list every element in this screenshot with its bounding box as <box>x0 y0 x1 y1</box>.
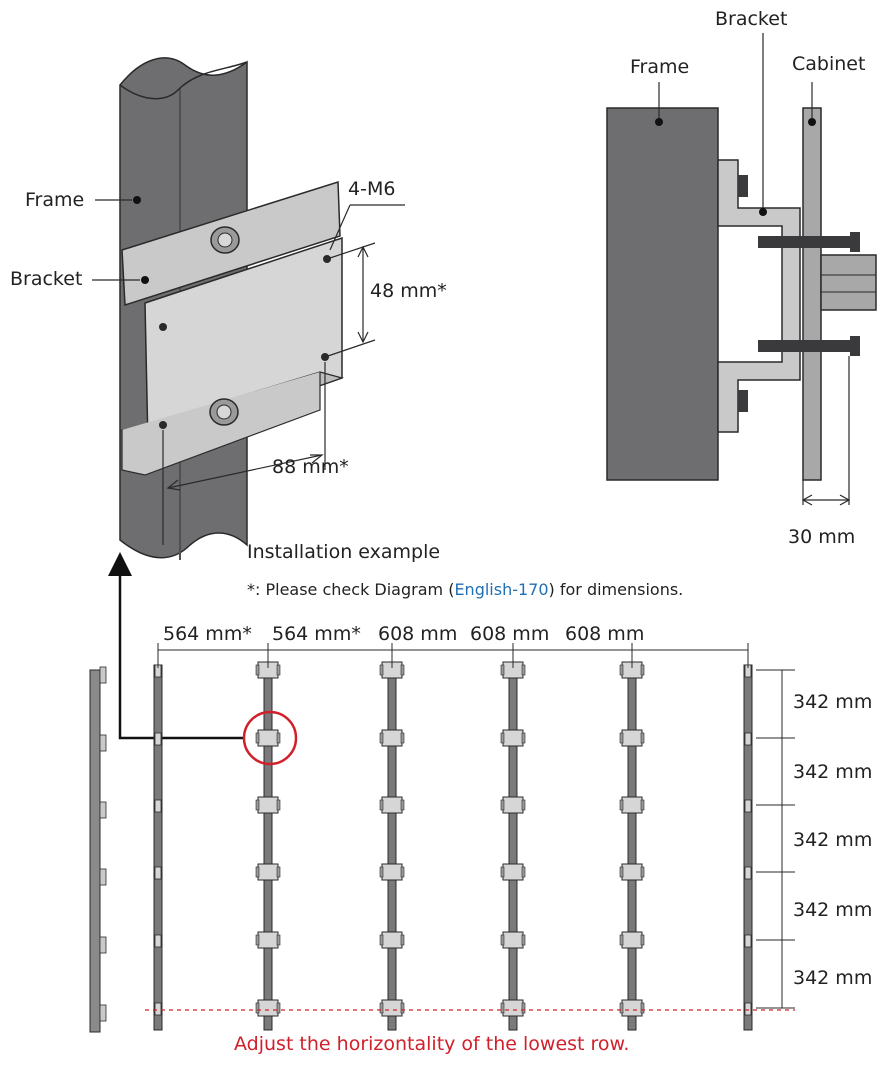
bracket-c3-r2 <box>381 729 403 747</box>
cabinet-section <box>802 107 822 481</box>
bracket-c4-r5 <box>502 931 524 949</box>
row-spacing-5: 342 mm <box>793 967 873 989</box>
dimension-30-label: 30 mm <box>788 526 856 548</box>
dimension-48-label: 48 mm* <box>370 280 447 302</box>
frame-label-section: Frame <box>630 56 690 78</box>
note-prefix: *: Please check Diagram ( <box>247 580 455 599</box>
frame-layout <box>89 643 795 1033</box>
bracket-c5-r5 <box>621 931 643 949</box>
edge-bracket-c1-r6 <box>154 1002 162 1016</box>
bracket-section <box>717 159 801 433</box>
bracket-label-section: Bracket <box>715 8 788 30</box>
dimension-note: *: Please check Diagram (English-170) fo… <box>247 582 683 598</box>
edge-bracket-c6-r3 <box>744 799 752 813</box>
frame-column-6 <box>743 664 753 1031</box>
bracket-c5-r2 <box>621 729 643 747</box>
edge-bracket-c6-r5 <box>744 934 752 948</box>
bracket-c2-r5 <box>257 931 279 949</box>
bracket-c4-r2 <box>502 729 524 747</box>
side-bracket-6 <box>99 1004 107 1022</box>
row-spacing-3: 342 mm <box>793 829 873 851</box>
bracket-c5-r4 <box>621 863 643 881</box>
bracket-c3-r3 <box>381 796 403 814</box>
column-spacing-1: 564 mm* <box>163 623 252 645</box>
column-spacing-2: 564 mm* <box>272 623 361 645</box>
frame-column-4 <box>508 664 518 1031</box>
bracket-c2-r4 <box>257 863 279 881</box>
frame-column-3 <box>387 664 397 1031</box>
frame-bolt-top <box>210 226 240 254</box>
bracket-c2-r6 <box>257 999 279 1017</box>
side-bracket-1 <box>99 666 107 684</box>
row-spacing-2: 342 mm <box>793 761 873 783</box>
edge-bracket-c6-r4 <box>744 866 752 880</box>
bracket-c4-r3 <box>502 796 524 814</box>
row-spacing-1: 342 mm <box>793 691 873 713</box>
column-spacing-3: 608 mm <box>378 623 458 645</box>
bracket-c2-r2 <box>257 729 279 747</box>
frame-column-2 <box>263 664 273 1031</box>
dimension-88-label: 88 mm* <box>272 456 349 478</box>
row-spacing-4: 342 mm <box>793 899 873 921</box>
edge-bracket-c1-r5 <box>154 934 162 948</box>
side-bracket-3 <box>99 801 107 819</box>
edge-bracket-c1-r4 <box>154 866 162 880</box>
bracket-c4-r6 <box>502 999 524 1017</box>
bracket-c4-r4 <box>502 863 524 881</box>
frame-section <box>606 107 719 481</box>
bracket-c3-r5 <box>381 931 403 949</box>
column-spacing-5: 608 mm <box>565 623 645 645</box>
side-bracket-4 <box>99 868 107 886</box>
edge-bracket-c6-r6 <box>744 1002 752 1016</box>
horizontality-note: Adjust the horizontality of the lowest r… <box>234 1033 630 1055</box>
bracket-c3-r6 <box>381 999 403 1017</box>
frame-label-installation: Frame <box>25 189 85 211</box>
bracket-c5-r3 <box>621 796 643 814</box>
frame-bolt-bottom <box>209 398 239 426</box>
cross-section-figure <box>606 33 877 506</box>
bolt-size-label: 4-M6 <box>348 178 396 200</box>
side-view-post <box>89 669 101 1033</box>
installation-example-figure <box>92 57 405 560</box>
highlight-circle <box>242 710 298 766</box>
side-bracket-2 <box>99 734 107 752</box>
bracket-dimension-lines <box>92 199 405 545</box>
edge-bracket-c1-r3 <box>154 799 162 813</box>
installation-example-caption: Installation example <box>247 541 441 563</box>
diagram-reference-link[interactable]: English-170 <box>454 580 549 599</box>
frame-column-5 <box>627 664 637 1031</box>
edge-bracket-c6-r2 <box>744 732 752 746</box>
bracket-c2-r3 <box>257 796 279 814</box>
frame-column-1 <box>153 664 163 1031</box>
side-bracket-5 <box>99 936 107 954</box>
column-spacing-4: 608 mm <box>470 623 550 645</box>
bracket-label-installation: Bracket <box>10 268 83 290</box>
cabinet-label-section: Cabinet <box>792 53 866 75</box>
edge-bracket-c1-r2 <box>154 732 162 746</box>
bracket-c3-r4 <box>381 863 403 881</box>
note-suffix: ) for dimensions. <box>548 580 684 599</box>
bracket-c5-r6 <box>621 999 643 1017</box>
detail-arrow <box>108 552 245 740</box>
